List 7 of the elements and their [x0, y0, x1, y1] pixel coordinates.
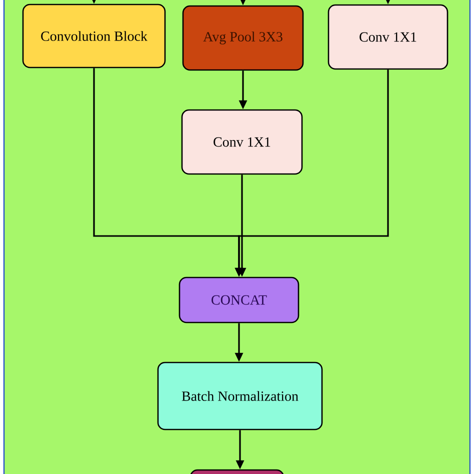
process-box: Conv 1X1: [181, 109, 303, 175]
process-box: Batch Normalization: [157, 362, 323, 430]
process-box: Avg Pool 3X3: [182, 5, 304, 71]
process-box: Convolution Block: [22, 4, 166, 68]
process-box: CONCAT: [178, 276, 300, 324]
process-box: [190, 469, 284, 474]
process-box: Conv 1X1: [328, 4, 448, 70]
